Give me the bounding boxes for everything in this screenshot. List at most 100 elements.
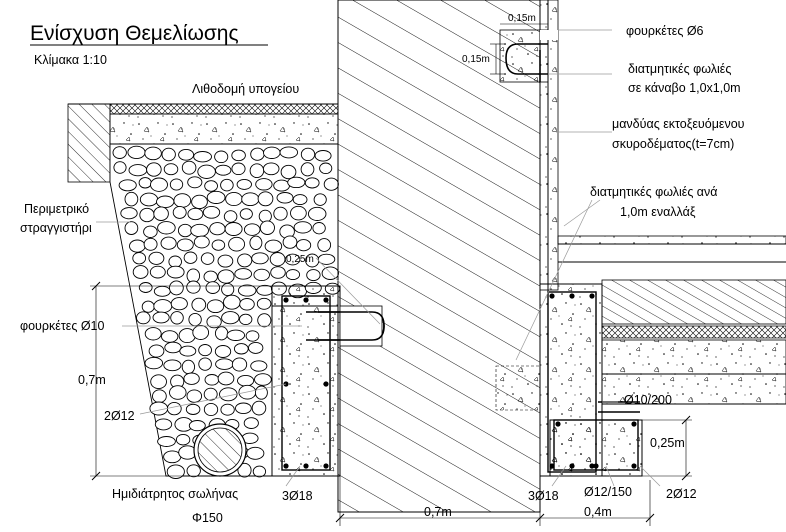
stone	[191, 194, 208, 210]
stone	[127, 145, 146, 160]
stone	[224, 222, 243, 236]
stone	[292, 194, 308, 206]
stone	[186, 464, 201, 478]
stone	[157, 436, 176, 447]
bars-2012-right-label: 2Ø12	[666, 487, 697, 501]
stone	[221, 311, 240, 325]
right-slab-layers	[557, 235, 786, 405]
existing-footing-block	[495, 365, 541, 411]
stone	[177, 223, 193, 238]
stone	[249, 163, 265, 179]
stone	[150, 177, 168, 192]
stone	[214, 150, 229, 164]
stone	[204, 374, 220, 386]
rebar	[593, 463, 599, 469]
stone-drain-fill	[109, 143, 341, 479]
stone	[198, 344, 212, 357]
stone	[181, 359, 196, 375]
stone	[138, 177, 152, 189]
stone	[143, 237, 158, 251]
stone	[214, 345, 232, 358]
dim-025-right-label: 0,25m	[650, 436, 685, 450]
drawing-title: Ενίσχυση Θεμελίωσης	[30, 22, 239, 45]
stone	[144, 327, 162, 341]
stone	[176, 238, 194, 252]
stone	[209, 222, 226, 236]
stone	[139, 192, 159, 207]
stone	[228, 236, 246, 252]
stone	[187, 207, 204, 221]
stone	[312, 222, 326, 235]
stone	[144, 356, 164, 370]
stone	[259, 220, 275, 235]
stone	[313, 193, 327, 206]
stone	[169, 385, 187, 400]
rebar	[589, 293, 595, 299]
stone	[141, 300, 155, 313]
rebar	[631, 421, 637, 427]
stone	[211, 239, 226, 251]
stone	[256, 297, 272, 310]
stone	[276, 192, 294, 204]
stone	[233, 343, 249, 355]
stone	[323, 177, 339, 191]
bars-3018-right-label: 3Ø18	[528, 489, 559, 503]
stone	[146, 162, 162, 177]
stone	[152, 389, 167, 404]
stone	[284, 253, 301, 266]
stone	[252, 465, 267, 478]
stone	[152, 311, 170, 324]
stone	[243, 417, 259, 429]
stone	[161, 330, 179, 343]
stone	[203, 402, 219, 417]
stone	[237, 253, 253, 268]
bars-3018-left-label: 3Ø18	[282, 489, 313, 503]
stone	[166, 265, 185, 279]
stone	[304, 177, 320, 189]
stirrups-o10-label: φουρκέτες Ø10	[20, 319, 105, 333]
stone	[139, 207, 155, 223]
stone	[188, 420, 206, 432]
stone	[280, 164, 297, 180]
stone	[178, 148, 195, 161]
stone	[170, 297, 188, 311]
stone	[293, 221, 312, 234]
stone	[269, 252, 286, 267]
stone	[254, 373, 272, 386]
stone	[243, 223, 261, 236]
stone	[129, 239, 146, 253]
stone	[245, 330, 260, 342]
stone	[253, 268, 270, 282]
jacket-label-2: σκυροδέματος(t=7cm)	[612, 137, 734, 151]
stone	[163, 359, 182, 372]
stone	[223, 210, 238, 223]
stone	[120, 207, 138, 220]
rebar	[631, 463, 637, 469]
stone	[175, 433, 191, 446]
stone	[217, 254, 234, 268]
bars-2012-left-label: 2Ø12	[104, 409, 135, 423]
stone	[132, 252, 147, 265]
stone	[262, 162, 280, 176]
stone	[154, 418, 173, 431]
stone	[128, 164, 148, 177]
stone	[179, 345, 197, 357]
stone	[198, 357, 212, 371]
stone	[186, 389, 203, 403]
stone	[161, 147, 176, 162]
stone	[282, 235, 298, 249]
stone	[285, 269, 301, 281]
stone	[144, 146, 162, 161]
perimeter-drain-label-1: Περιμετρικό	[24, 202, 89, 216]
drain-pipe	[193, 423, 247, 477]
stone	[241, 192, 260, 207]
stone	[223, 294, 241, 310]
rebar	[569, 463, 575, 469]
stone	[220, 178, 234, 192]
stone	[181, 160, 197, 175]
stone	[319, 162, 333, 175]
stone	[203, 387, 218, 401]
stone	[112, 146, 127, 159]
stone	[231, 149, 246, 162]
rebar	[323, 463, 329, 469]
